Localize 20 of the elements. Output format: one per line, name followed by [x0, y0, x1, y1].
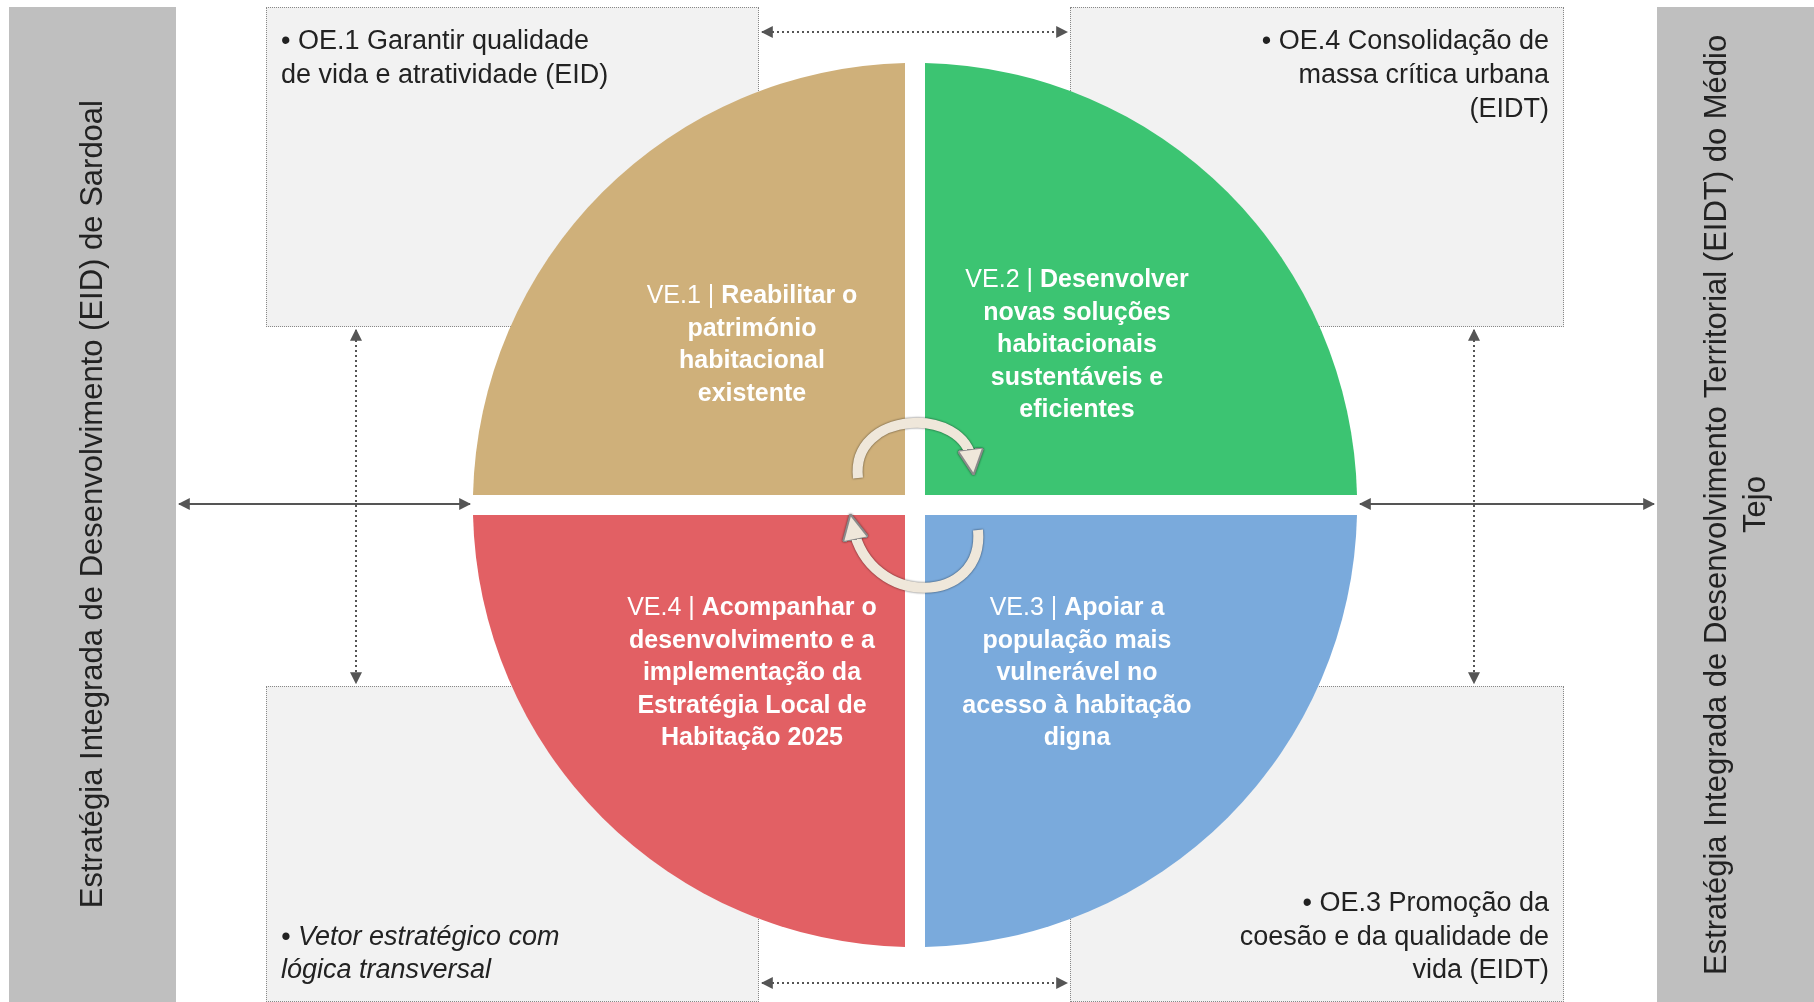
strategy-title: Estratégia Integrada de Desenvolvimento Territorial (EIDT) do Médio Tejo: [1696, 33, 1773, 977]
double-arrow: [760, 977, 1069, 989]
strategy-title: Estratégia Integrada de Desenvolvimento (EID) de Sardoal: [73, 100, 111, 909]
double-arrow: [1468, 328, 1480, 685]
objective-text: • OE.3 Promoção da coesão e da qualidade de vida (EIDT): [1238, 885, 1549, 987]
side-band: [1657, 7, 1814, 1002]
objective-text: • Vetor estratégico com lógica transversal: [281, 919, 561, 987]
double-arrow: [1358, 498, 1656, 510]
vector-label: VE.4 | Acompanhar o desenvolvimento e a implementação da Estratégia Local de Habitação 2025: [627, 590, 877, 752]
cycle-arrow: [843, 513, 983, 593]
objective-text: • OE.1 Garantir qualidade de vida e atratividade (EID): [281, 24, 610, 91]
vector-label: VE.1 | Reabilitar o património habitacional existente: [645, 279, 859, 408]
double-arrow: [177, 498, 472, 510]
double-arrow: [760, 26, 1069, 38]
side-band: [9, 7, 176, 1002]
vector-label: VE.2 | Desenvolver novas soluções habitacionais sustentáveis e eficientes: [964, 262, 1190, 424]
cycle-arrow: [853, 418, 982, 479]
objective-text: • OE.4 Consolidação de massa crítica urbana (EIDT): [1260, 24, 1549, 125]
vector-label: VE.3 | Apoiar a população mais vulnerável no acesso à habitação digna: [961, 590, 1193, 752]
double-arrow: [350, 328, 362, 685]
